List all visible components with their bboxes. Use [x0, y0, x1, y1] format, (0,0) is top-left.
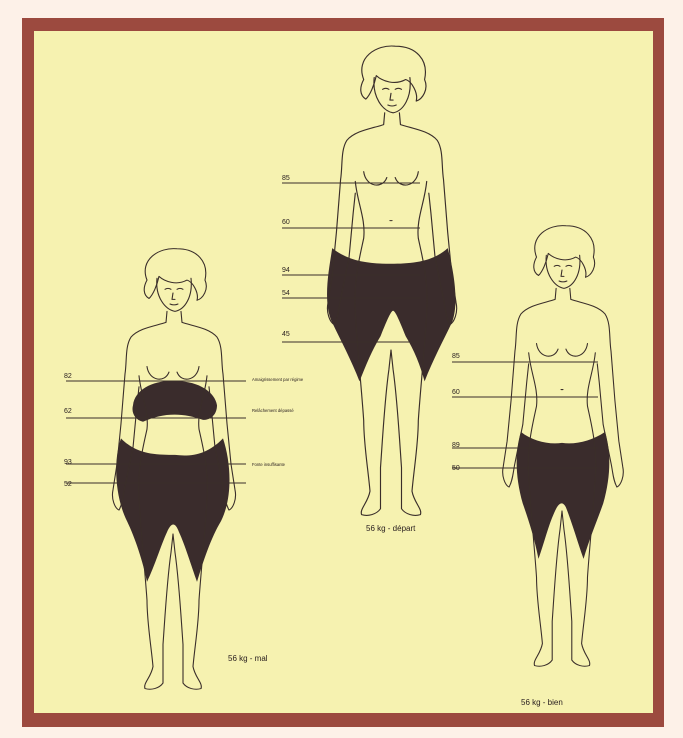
measure-label: 60	[452, 389, 460, 396]
measure-label: 85	[452, 353, 460, 360]
measure-label: 94	[282, 267, 290, 274]
caption-left: 56 kg - mal	[228, 654, 268, 663]
paper-panel	[34, 31, 653, 713]
measure-label: 54	[282, 290, 290, 297]
annotation-note: Relâchement dépassé	[252, 408, 294, 413]
annotation-note: Fonte insuffisante	[252, 462, 286, 467]
measure-label: 93	[64, 459, 72, 466]
measure-label: 50	[452, 465, 460, 472]
caption-right: 56 kg - bien	[521, 698, 563, 707]
measure-label: 52	[64, 481, 72, 488]
measure-label: 45	[282, 331, 290, 338]
measure-label: 62	[64, 408, 72, 415]
measure-label: 89	[452, 442, 460, 449]
annotation-note: Amaigrissement par régime	[252, 377, 304, 382]
measure-label: 60	[282, 219, 290, 226]
measure-label: 82	[64, 373, 72, 380]
caption-center: 56 kg - départ	[366, 524, 416, 533]
measure-label: 85	[282, 175, 290, 182]
